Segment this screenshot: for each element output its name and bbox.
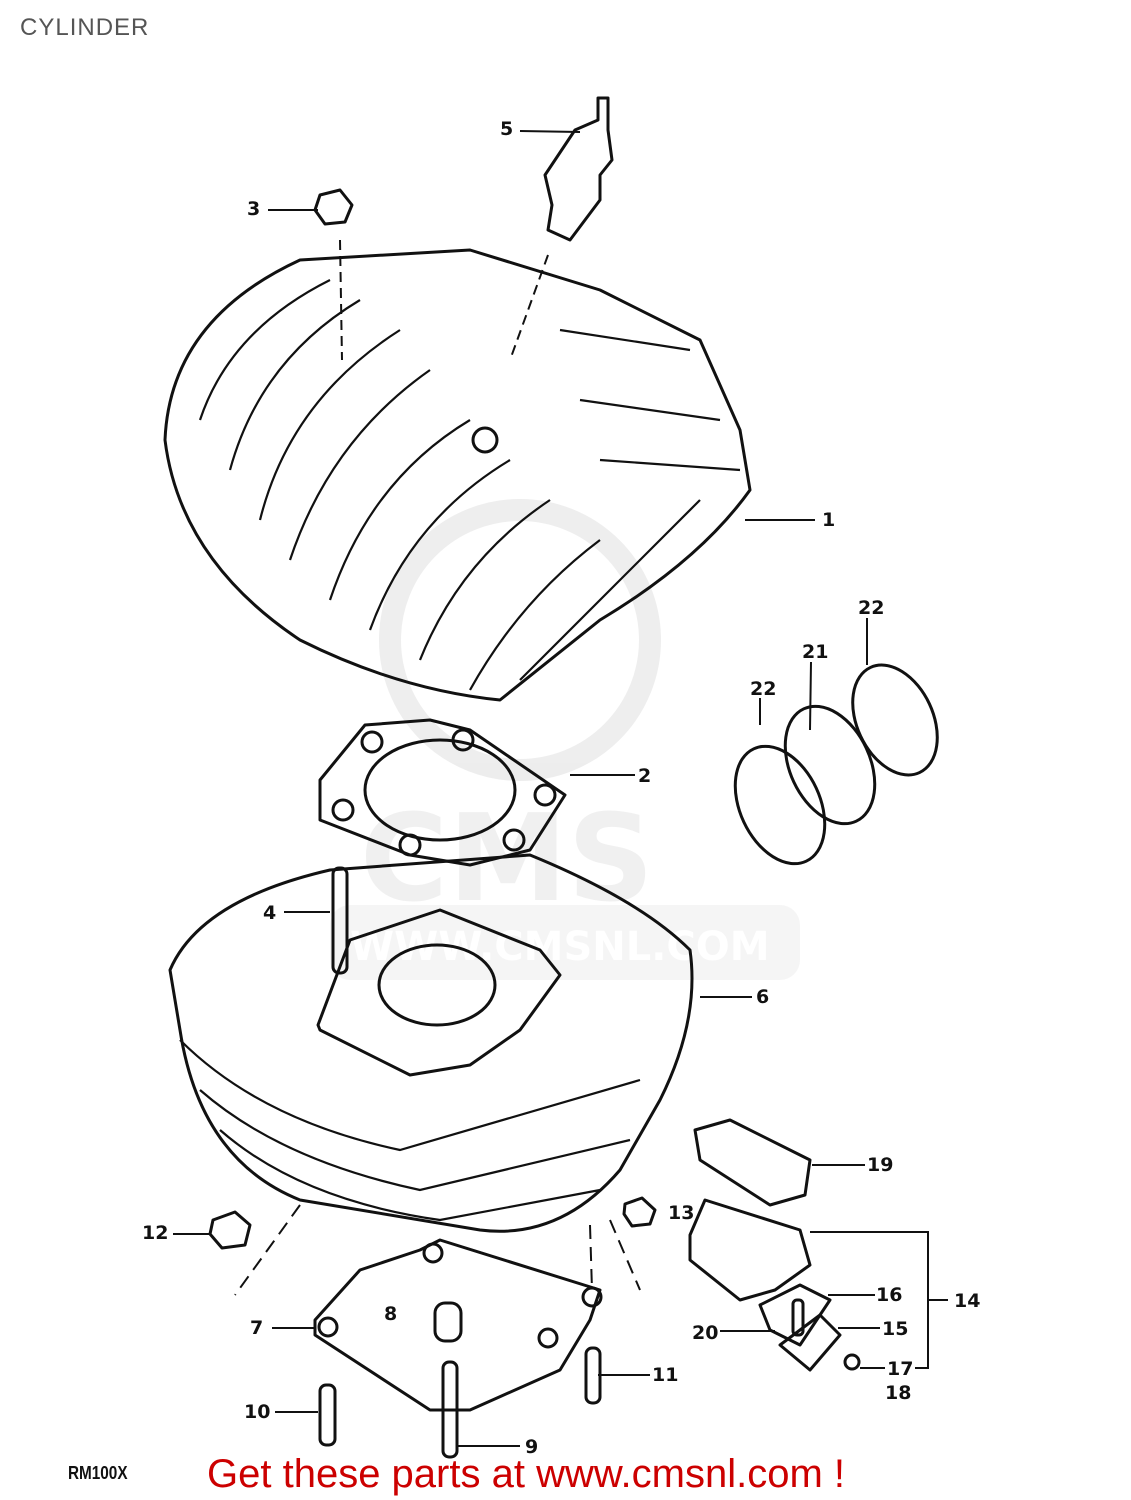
callout-21: 21 <box>802 641 828 663</box>
watermark: CMS WWW.CMSNL.COM <box>330 499 800 980</box>
callout-10: 10 <box>244 1401 270 1423</box>
leader-dash <box>339 239 549 361</box>
callout-22-left: 22 <box>750 678 776 700</box>
callout-22-top: 22 <box>858 597 884 619</box>
callout-labels: 1 2 3 4 5 6 7 8 9 10 11 12 13 14 15 16 1… <box>142 118 980 1458</box>
callout-13: 13 <box>668 1202 694 1224</box>
callout-18: 18 <box>885 1382 911 1404</box>
callout-1: 1 <box>822 509 835 531</box>
callout-19: 19 <box>867 1154 893 1176</box>
page-title: CYLINDER <box>20 14 150 41</box>
callout-5: 5 <box>500 118 513 140</box>
stud[interactable] <box>441 1360 459 1459</box>
callout-15: 15 <box>882 1318 908 1340</box>
intake-pipe[interactable] <box>718 651 954 878</box>
leader-lines <box>173 130 948 1447</box>
nut[interactable] <box>208 1210 252 1250</box>
base-gasket[interactable] <box>313 1238 603 1412</box>
spark-plug[interactable] <box>543 96 614 242</box>
nut[interactable] <box>622 1196 657 1228</box>
callout-8: 8 <box>384 1303 397 1325</box>
callout-11: 11 <box>652 1364 678 1386</box>
callout-16: 16 <box>876 1284 902 1306</box>
dowel-pin[interactable] <box>433 1301 463 1343</box>
callout-6: 6 <box>756 986 769 1008</box>
head-gasket[interactable] <box>318 718 567 867</box>
stud[interactable] <box>318 1383 337 1447</box>
leader-dash <box>234 1204 641 1296</box>
model-code: RM100X <box>68 1463 128 1483</box>
callout-4: 4 <box>263 902 276 924</box>
callout-14: 14 <box>954 1290 980 1312</box>
callout-12: 12 <box>142 1222 168 1244</box>
callout-7: 7 <box>250 1317 263 1339</box>
callout-2: 2 <box>638 765 651 787</box>
stud[interactable] <box>331 866 349 975</box>
stud[interactable] <box>584 1346 602 1405</box>
callout-3: 3 <box>247 198 260 220</box>
callout-17: 17 <box>887 1358 913 1380</box>
head-nut[interactable] <box>313 188 354 226</box>
cylinder[interactable] <box>168 853 694 1233</box>
callout-20: 20 <box>692 1322 718 1344</box>
cta-link[interactable]: Get these parts at www.cmsnl.com ! <box>207 1452 845 1496</box>
cylinder-head[interactable] <box>163 248 752 702</box>
reed-valve-assembly[interactable] <box>688 1118 861 1372</box>
callout-9: 9 <box>525 1436 538 1458</box>
